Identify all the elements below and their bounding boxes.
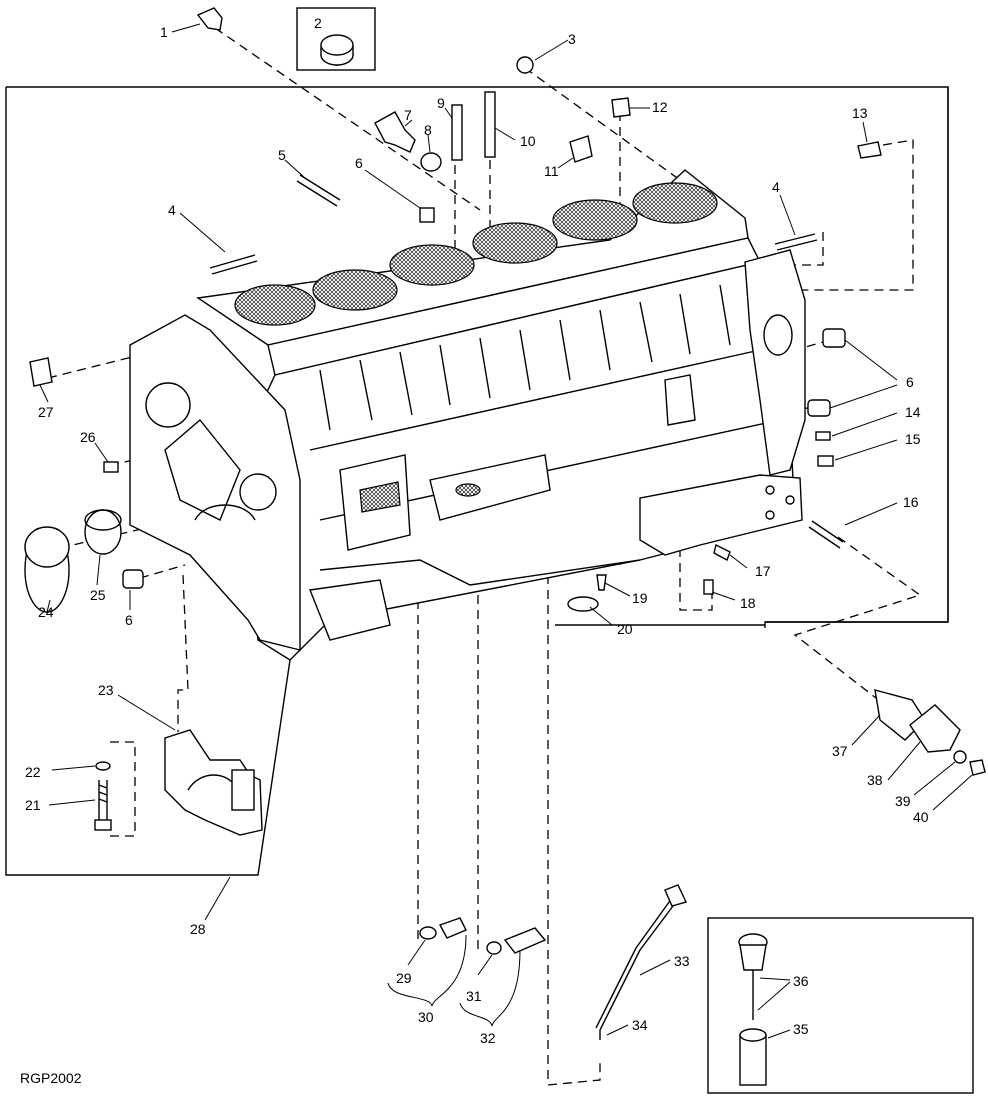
callout-25: 25 (90, 587, 106, 603)
leader-lines (39, 23, 973, 1039)
callout-34: 34 (632, 1017, 648, 1033)
callout-19: 19 (632, 590, 648, 606)
callout-27: 27 (38, 404, 54, 420)
callout-22: 22 (25, 764, 41, 780)
cap-bolt (94, 761, 112, 831)
callout-12: 12 (652, 99, 668, 115)
callout-13: 13 (852, 105, 868, 121)
callout-20: 20 (617, 621, 633, 637)
callout-26: 26 (80, 429, 96, 445)
figure-reference-code: RGP2002 (20, 1070, 82, 1086)
callout-2: 2 (314, 15, 322, 31)
callout-10: 10 (520, 133, 536, 149)
callout-24: 24 (38, 604, 54, 620)
cylinder-block (129, 169, 806, 661)
callout-17: 17 (755, 563, 771, 579)
callout-7: 7 (404, 107, 412, 123)
callout-labels: 1 2 3 4 4 5 6 6 6 7 8 9 10 11 12 13 14 1… (25, 15, 929, 1046)
callout-14: 14 (905, 404, 921, 420)
callout-16: 16 (903, 494, 919, 510)
callout-6-top: 6 (355, 155, 363, 171)
callout-23: 23 (98, 682, 114, 698)
callout-33: 33 (674, 953, 690, 969)
callout-21: 21 (25, 797, 41, 813)
callout-28: 28 (190, 921, 206, 937)
inset-box-plug (707, 917, 974, 1094)
main-bearing-cap (164, 729, 263, 836)
callout-5: 5 (278, 147, 286, 163)
callout-39: 39 (895, 793, 911, 809)
callout-40: 40 (913, 809, 929, 825)
assembly-frame-left (5, 87, 291, 876)
callout-6-right: 6 (906, 374, 914, 390)
callout-1: 1 (160, 24, 168, 40)
callout-30: 30 (418, 1009, 434, 1025)
callout-15: 15 (905, 431, 921, 447)
callout-8: 8 (424, 122, 432, 138)
small-parts (24, 7, 986, 1040)
callout-3: 3 (568, 31, 576, 47)
callout-18: 18 (740, 595, 756, 611)
callout-11: 11 (544, 163, 559, 179)
callout-4-right: 4 (772, 179, 780, 195)
callout-32: 32 (480, 1030, 496, 1046)
callout-31: 31 (466, 988, 482, 1004)
callout-4-left: 4 (168, 202, 176, 218)
callout-29: 29 (396, 970, 412, 986)
callout-9: 9 (437, 95, 445, 111)
callout-36: 36 (793, 973, 809, 989)
callout-35: 35 (793, 1021, 809, 1037)
callout-37: 37 (832, 743, 848, 759)
callout-6-left: 6 (125, 612, 133, 628)
callout-38: 38 (867, 772, 883, 788)
